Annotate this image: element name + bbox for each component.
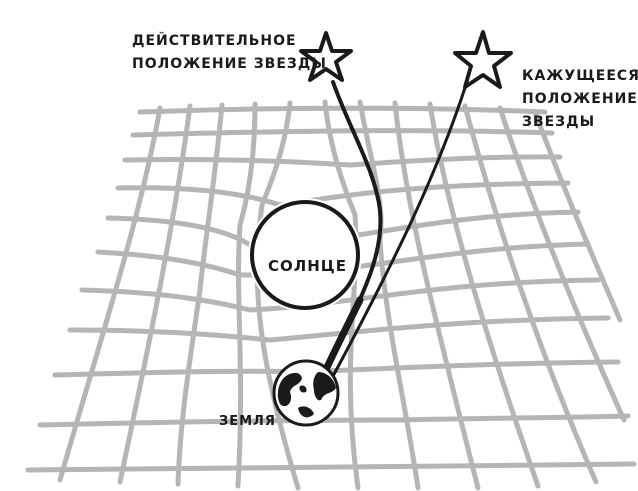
earth-continent-bottom xyxy=(298,406,314,418)
grid-line-v8 xyxy=(392,100,481,491)
apparent-position-line-1: КАЖУЩЕЕСЯ xyxy=(522,68,638,84)
earth-continent-left xyxy=(277,372,302,407)
line-of-sight xyxy=(330,70,472,380)
grid-line-v2 xyxy=(117,103,193,485)
spacetime-grid xyxy=(25,99,637,491)
sun-label: СОЛНЦЕ xyxy=(268,257,347,275)
grid-line-v9 xyxy=(427,101,541,489)
sun xyxy=(248,198,362,312)
grid-line-v7 xyxy=(357,99,421,491)
true-position-line-2: ПОЛОЖЕНИЕ ЗВЕЗДЫ xyxy=(132,56,327,72)
apparent-position-line-3: ЗВЕЗДЫ xyxy=(522,114,596,130)
earth-island xyxy=(299,385,307,393)
grid-line-v10 xyxy=(462,103,599,485)
grid-line-v11 xyxy=(497,105,627,423)
grid-line-h11 xyxy=(25,461,637,473)
grid-line-h1 xyxy=(137,105,548,115)
true-star-icon xyxy=(299,31,353,82)
grid-line-h3 xyxy=(122,154,563,168)
earth-continent-right xyxy=(313,372,336,401)
grid-line-h10 xyxy=(37,413,631,428)
true-position-line-1: ДЕЙСТВИТЕЛЬНОЕ xyxy=(132,33,297,49)
grid-line-v12 xyxy=(532,109,623,323)
earth-globe-icon xyxy=(272,359,340,427)
apparent-star-icon xyxy=(453,30,513,89)
grid-line-h8 xyxy=(67,315,611,343)
grid-line-v1 xyxy=(57,105,163,483)
earth-label: ЗЕМЛЯ xyxy=(219,414,276,429)
apparent-position-line-2: ПОЛОЖЕНИЕ xyxy=(522,91,638,107)
grid-line-v3 xyxy=(175,102,225,487)
true-position-label: ДЕЙСТВИТЕЛЬНОЕ ПОЛОЖЕНИЕ ЗВЕЗДЫ xyxy=(132,30,327,76)
apparent-position-label: КАЖУЩЕЕСЯ ПОЛОЖЕНИЕ ЗВЕЗДЫ xyxy=(522,65,638,134)
grid-line-h2 xyxy=(130,128,555,138)
grid-line-v4 xyxy=(235,101,258,489)
